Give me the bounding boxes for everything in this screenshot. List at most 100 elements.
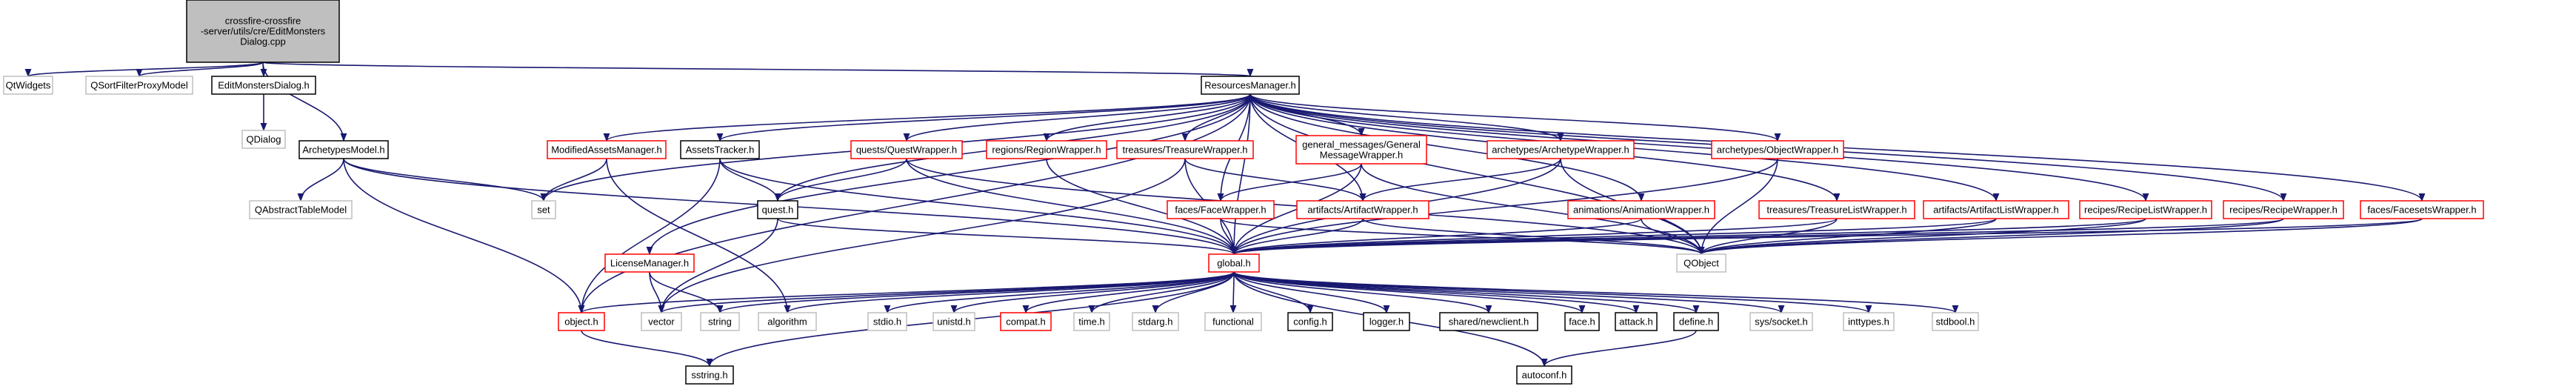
node-treasurelist[interactable]: treasures/TreasureListWrapper.h (1758, 200, 1915, 219)
edge-global-to-syssocket (1233, 271, 1785, 314)
node-facewrapper[interactable]: faces/FaceWrapper.h (1167, 200, 1275, 219)
edge-global-to-face (1233, 271, 1586, 314)
node-label: recipes/RecipeWrapper.h (2229, 205, 2338, 216)
node-box (249, 200, 353, 219)
node-label: attack.h (1619, 316, 1653, 328)
edge-resourcesmanager-to-recipelist (1249, 93, 2149, 202)
edge-global-to-string (716, 271, 1235, 314)
node-label: autoconf.h (1522, 370, 1567, 381)
node-label: define.h (1679, 316, 1713, 328)
edge-facesets-to-qobject (1698, 218, 2423, 256)
edge-modifiedassets-to-set (540, 158, 607, 202)
node-label: object.h (564, 316, 598, 328)
node-algorithm: algorithm (758, 312, 817, 331)
node-box (298, 140, 389, 159)
node-box (186, 0, 340, 63)
node-licensemanager[interactable]: LicenseManager.h (604, 253, 695, 273)
edge-root-to-archetypesmodel (262, 62, 347, 142)
node-compat[interactable]: compat.h (1000, 312, 1052, 331)
node-box (604, 253, 695, 273)
edge-generalmessage-to-facewrapper (1217, 163, 1362, 202)
node-attack[interactable]: attack.h (1615, 312, 1658, 331)
node-box (1615, 312, 1658, 331)
node-artifactwrapper[interactable]: artifacts/ArtifactWrapper.h (1296, 200, 1429, 219)
edge-resourcesmanager-to-archetypewrapper (1249, 93, 1564, 142)
node-face[interactable]: face.h (1564, 312, 1600, 331)
node-qobject: QObject (1676, 253, 1726, 273)
node-box (1073, 312, 1110, 331)
node-label: artifacts/ArtifactWrapper.h (1307, 205, 1418, 216)
edge-resourcesmanager-to-qobject (1249, 93, 1705, 256)
edge-global-to-vector (658, 271, 1235, 314)
node-box (558, 312, 605, 331)
edge-resourcesmanager-to-treasurewrapper (1181, 93, 1251, 142)
node-sstring[interactable]: sstring.h (685, 365, 734, 385)
node-box (1201, 76, 1300, 95)
node-box (1676, 253, 1726, 273)
node-newclient[interactable]: shared/newclient.h (1439, 312, 1538, 331)
node-autoconf[interactable]: autoconf.h (1516, 365, 1572, 385)
node-box (1167, 200, 1275, 219)
node-define[interactable]: define.h (1673, 312, 1719, 331)
node-resourcesmanager[interactable]: ResourcesManager.h (1201, 76, 1300, 95)
node-box (1749, 312, 1813, 331)
node-logger[interactable]: logger.h (1363, 312, 1410, 331)
node-recipewrapper[interactable]: recipes/RecipeWrapper.h (2223, 200, 2344, 219)
node-archetypesmodel[interactable]: ArchetypesModel.h (298, 140, 389, 159)
edge-resourcesmanager-to-object_h (578, 93, 1251, 314)
node-label: QSortFilterProxyModel (90, 80, 188, 91)
edge-resourcesmanager-to-regionwrapper (1043, 93, 1251, 142)
node-box (1843, 312, 1895, 331)
node-box (680, 140, 760, 159)
edge-modifiedassets-to-algorithm (606, 158, 791, 314)
node-object_h[interactable]: object.h (558, 312, 605, 331)
edge-assetstracker-to-global (719, 158, 1238, 256)
node-editmonsters_h[interactable]: EditMonstersDialog.h (211, 76, 316, 95)
node-label: AssetsTracker.h (686, 144, 755, 156)
node-box (1486, 140, 1635, 159)
node-animationwrapper[interactable]: animations/AnimationWrapper.h (1567, 200, 1715, 219)
node-box (1923, 200, 2069, 219)
node-label: stdio.h (873, 316, 901, 328)
node-global[interactable]: global.h (1208, 253, 1260, 273)
node-root[interactable]: crossfire-crossfire-server/utils/cre/Edi… (186, 0, 340, 63)
edge-global-to-define (1233, 271, 1700, 314)
node-box (1564, 312, 1600, 331)
node-treasurewrapper[interactable]: treasures/TreasureWrapper.h (1116, 140, 1254, 159)
node-regionwrapper[interactable]: regions/RegionWrapper.h (986, 140, 1107, 159)
node-label: time.h (1078, 316, 1104, 328)
edge-resourcesmanager-to-objectwrapper (1249, 93, 1781, 142)
node-label: ResourcesManager.h (1204, 80, 1296, 91)
node-box (3, 76, 53, 95)
edge-facewrapper-to-qobject (1220, 218, 1705, 256)
node-label: global.h (1217, 258, 1251, 269)
node-box (547, 140, 667, 159)
node-unistd: unistd.h (932, 312, 975, 331)
node-archetypewrapper[interactable]: archetypes/ArchetypeWrapper.h (1486, 140, 1635, 159)
node-modifiedassets[interactable]: ModifiedAssetsManager.h (547, 140, 667, 159)
node-label: treasures/TreasureWrapper.h (1122, 144, 1247, 156)
node-label: stdbool.h (1936, 316, 1975, 328)
edge-global-to-newclient (1233, 271, 1492, 314)
edge-resourcesmanager-to-questwrapper (903, 93, 1251, 142)
node-assetstracker[interactable]: AssetsTracker.h (680, 140, 760, 159)
node-recipelist[interactable]: recipes/RecipeListWrapper.h (2079, 200, 2212, 219)
edge-questwrapper-to-global (906, 158, 1238, 256)
node-label: quest.h (762, 205, 794, 216)
node-facesets[interactable]: faces/FacesetsWrapper.h (2360, 200, 2484, 219)
node-label: LicenseManager.h (610, 258, 689, 269)
node-box (2223, 200, 2344, 219)
edge-global-to-algorithm (784, 271, 1235, 314)
node-questwrapper[interactable]: quests/QuestWrapper.h (850, 140, 963, 159)
node-artifactlist[interactable]: artifacts/ArtifactListWrapper.h (1923, 200, 2069, 219)
node-config[interactable]: config.h (1287, 312, 1333, 331)
node-quest[interactable]: quest.h (757, 200, 798, 219)
edge-facesets-to-global (1231, 218, 2423, 256)
node-label: QtWidgets (6, 80, 51, 91)
edge-global-to-inttypes (1233, 271, 1872, 314)
node-qdialog: QDialog (241, 130, 286, 149)
node-label: ModifiedAssetsManager.h (551, 144, 662, 156)
node-objectwrapper[interactable]: archetypes/ObjectWrapper.h (1711, 140, 1844, 159)
